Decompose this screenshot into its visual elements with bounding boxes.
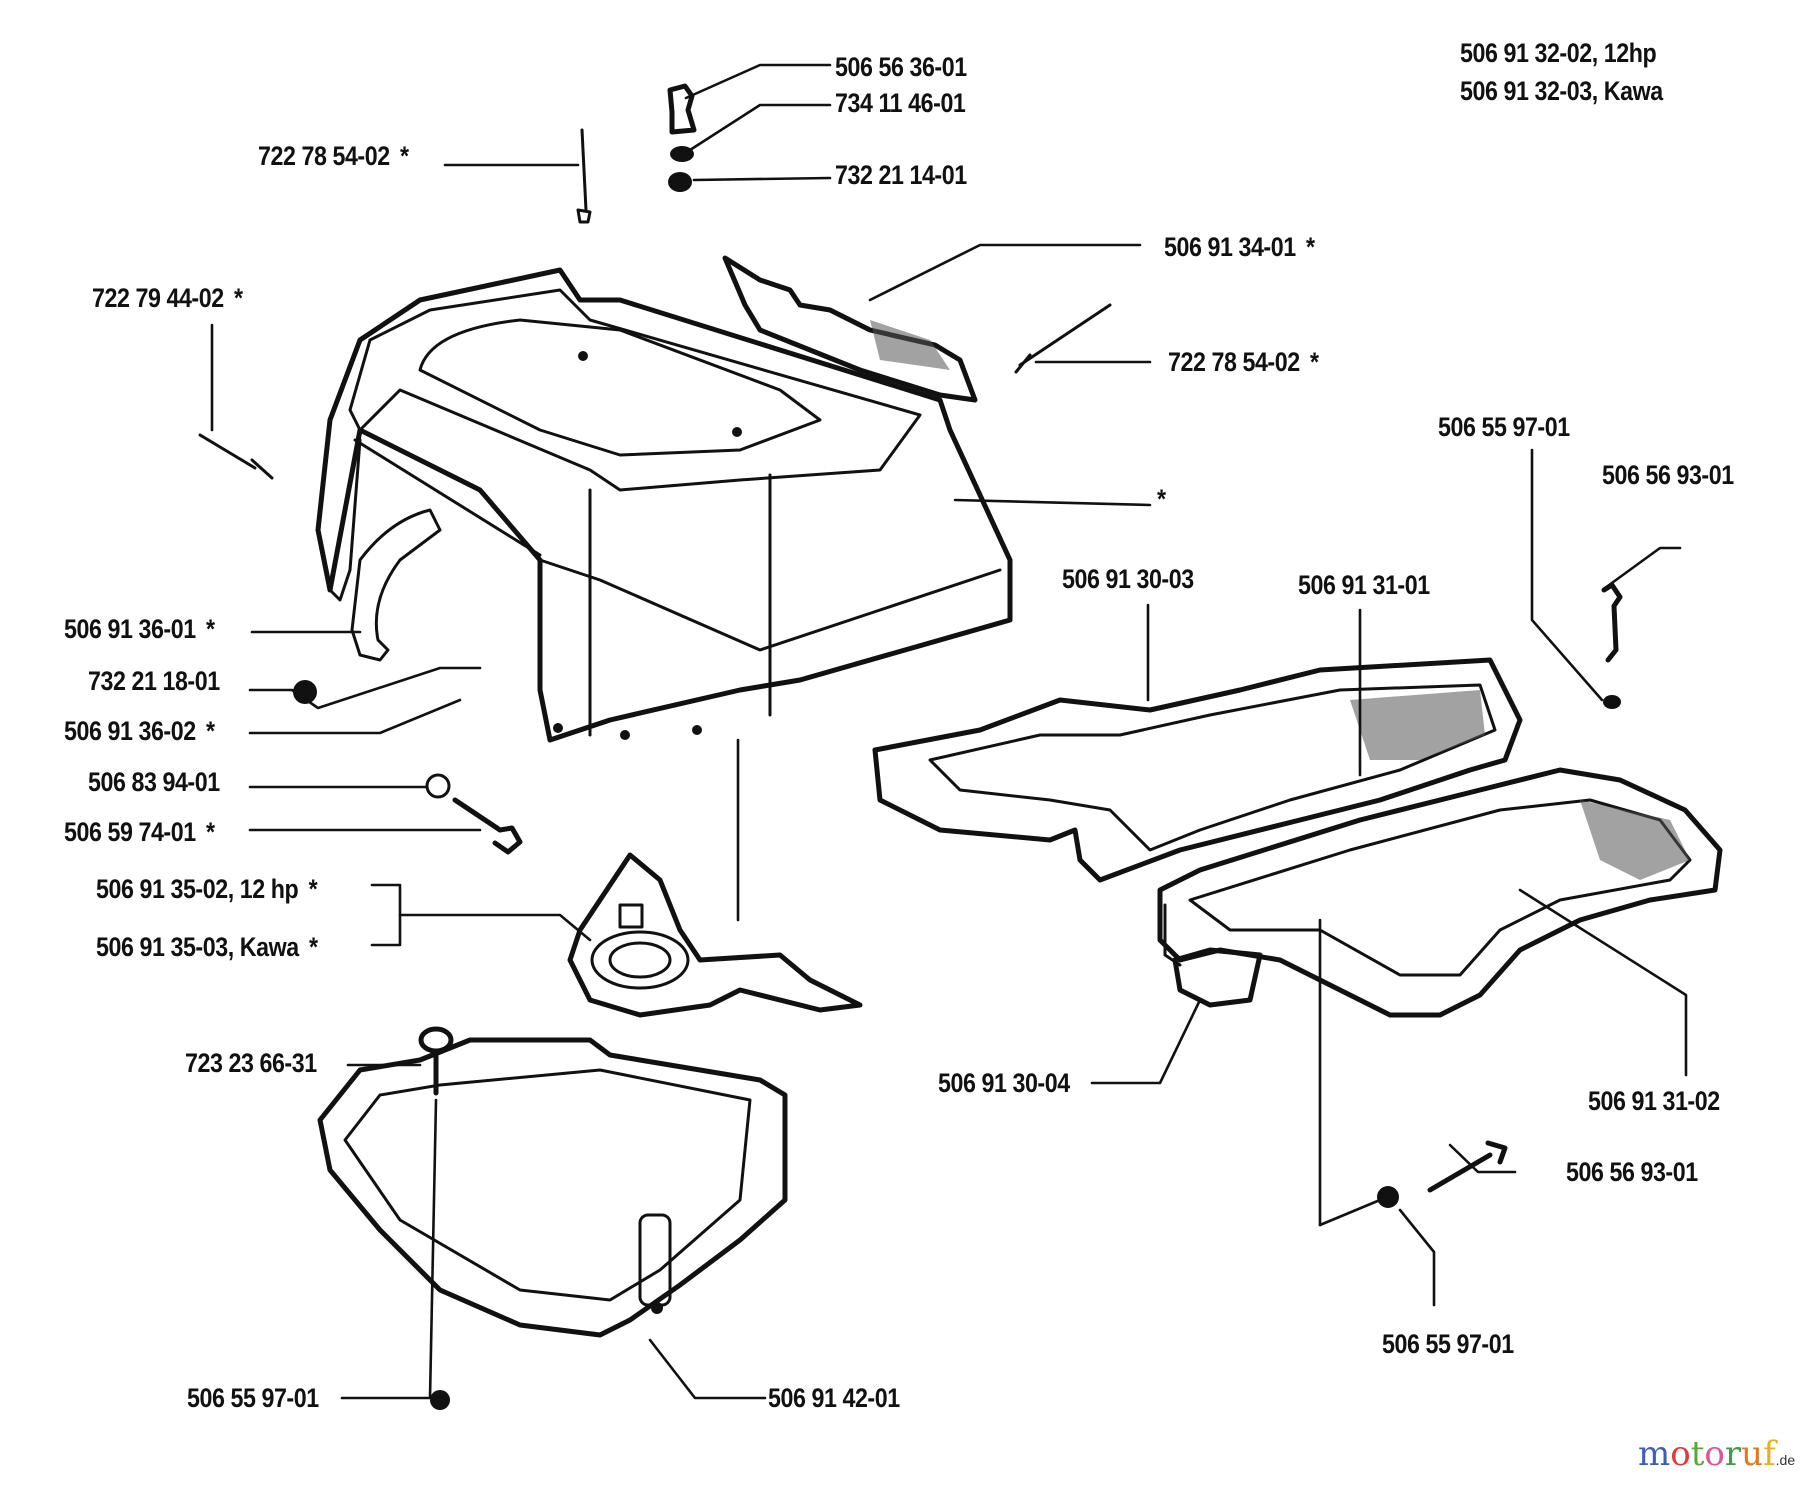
grille-panel xyxy=(722,255,978,403)
part-label: 506 91 36-02 * xyxy=(64,716,215,746)
asterisk-marker: * xyxy=(1310,347,1319,377)
asterisk-marker: * xyxy=(206,716,215,746)
part-label: 506 56 93-01 xyxy=(1602,460,1734,490)
asterisk-marker: * xyxy=(206,614,215,644)
part-label: 732 21 14-01 xyxy=(835,160,967,190)
part-number: 722 78 54-02 xyxy=(258,141,390,171)
part-label: 506 91 31-02 xyxy=(1588,1086,1720,1116)
logo-letter: u xyxy=(1741,1434,1764,1474)
part-number: 722 79 44-02 xyxy=(92,283,224,313)
part-label: 506 59 74-01 * xyxy=(64,817,215,847)
part-label: 506 91 35-03, Kawa * xyxy=(96,932,318,962)
part-label: 506 56 93-01 xyxy=(1566,1157,1698,1187)
asterisk-marker: * xyxy=(309,932,318,962)
part-number: 506 91 35-02, 12 hp xyxy=(96,874,299,904)
part-label: 506 91 35-02, 12 hp * xyxy=(96,874,318,904)
part-label: * xyxy=(1157,484,1166,514)
part-number: 506 55 97-01 xyxy=(1438,412,1570,442)
logo-letter: f xyxy=(1763,1434,1776,1474)
part-number: 506 83 94-01 xyxy=(88,767,220,797)
asterisk-marker: * xyxy=(206,817,215,847)
part-number: 506 59 74-01 xyxy=(64,817,196,847)
part-label: 506 91 36-01 * xyxy=(64,614,215,644)
asterisk-marker: * xyxy=(1306,232,1315,262)
logo-domain-suffix: .de xyxy=(1775,1452,1796,1468)
part-number: 506 91 32-03, Kawa xyxy=(1460,76,1663,106)
part-label: 506 91 42-01 xyxy=(768,1383,900,1413)
part-number: 723 23 66-31 xyxy=(185,1048,317,1078)
part-number: 506 91 30-04 xyxy=(938,1068,1070,1098)
logo-letter: r xyxy=(1724,1434,1742,1474)
asterisk-marker: * xyxy=(400,141,409,171)
rear-fender xyxy=(872,657,1523,883)
part-number: 506 91 31-01 xyxy=(1298,570,1430,600)
part-number: 506 91 34-01 xyxy=(1164,232,1296,262)
part-label: 506 91 32-03, Kawa xyxy=(1460,76,1663,106)
battery-cover xyxy=(317,1037,788,1338)
part-label: 506 56 36-01 xyxy=(835,52,967,82)
part-label: 506 83 94-01 xyxy=(88,767,220,797)
asterisk-marker: * xyxy=(234,283,243,313)
belt-guard xyxy=(567,852,863,1018)
logo-letter: o xyxy=(1704,1434,1725,1474)
logo-wordmark: motoruf xyxy=(1638,1434,1776,1474)
part-number: 732 21 14-01 xyxy=(835,160,967,190)
part-number: 506 56 93-01 xyxy=(1602,460,1734,490)
fasteners xyxy=(198,83,1623,1410)
logo-letter: o xyxy=(1670,1434,1691,1474)
part-number: 506 55 97-01 xyxy=(1382,1329,1514,1359)
part-number: 734 11 46-01 xyxy=(835,88,966,118)
part-number: 506 91 42-01 xyxy=(768,1383,900,1413)
part-number: 506 91 36-01 xyxy=(64,614,196,644)
part-label: 506 55 97-01 xyxy=(187,1383,319,1413)
part-number: 722 78 54-02 xyxy=(1168,347,1300,377)
part-label: 734 11 46-01 xyxy=(835,88,966,118)
hood-cover xyxy=(315,267,1013,743)
part-number: 506 56 36-01 xyxy=(835,52,967,82)
motoruf-watermark-logo: motoruf.de xyxy=(1638,1436,1795,1478)
part-label: 506 91 30-04 xyxy=(938,1068,1070,1098)
part-number: 506 91 31-02 xyxy=(1588,1086,1720,1116)
part-label: 506 91 32-02, 12hp xyxy=(1460,38,1657,68)
logo-letter: t xyxy=(1690,1434,1705,1474)
asterisk-marker: * xyxy=(1157,484,1166,514)
part-label: 506 91 31-01 xyxy=(1298,570,1430,600)
part-label: 506 91 30-03 xyxy=(1062,564,1194,594)
part-number: 506 56 93-01 xyxy=(1566,1157,1698,1187)
part-label: 506 55 97-01 xyxy=(1382,1329,1514,1359)
part-number: 506 91 32-02, 12hp xyxy=(1460,38,1657,68)
part-number: 732 21 18-01 xyxy=(88,666,220,696)
asterisk-marker: * xyxy=(308,874,318,904)
part-label: 722 78 54-02 * xyxy=(258,141,409,171)
part-label: 732 21 18-01 xyxy=(88,666,220,696)
part-number: 506 55 97-01 xyxy=(187,1383,319,1413)
part-label: 506 55 97-01 xyxy=(1438,412,1570,442)
part-number: 506 91 30-03 xyxy=(1062,564,1194,594)
seat-base-frame xyxy=(1157,767,1723,1018)
part-label: 722 78 54-02 * xyxy=(1168,347,1319,377)
part-number: 506 91 35-03, Kawa xyxy=(96,932,299,962)
part-label: 722 79 44-02 * xyxy=(92,283,243,313)
part-number: 506 91 36-02 xyxy=(64,716,196,746)
logo-letter: m xyxy=(1638,1434,1671,1474)
part-label: 506 91 34-01 * xyxy=(1164,232,1315,262)
part-label: 723 23 66-31 xyxy=(185,1048,317,1078)
leader-lines xyxy=(210,63,1688,1400)
